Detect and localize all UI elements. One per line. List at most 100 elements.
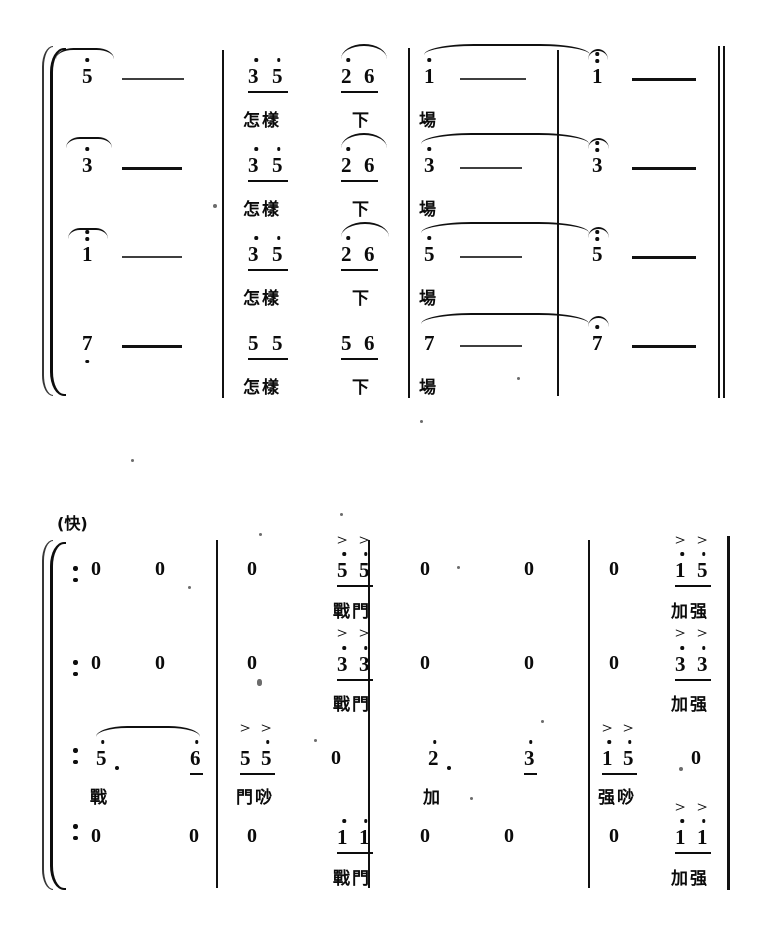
octave-dot-icon	[342, 646, 346, 650]
note: 3	[592, 141, 603, 176]
lyric: 怎樣	[243, 289, 281, 309]
tie-icon	[424, 44, 590, 55]
accent-icon: >	[358, 626, 370, 642]
lyric: 怎樣	[243, 200, 281, 220]
lyric: 加强	[671, 695, 709, 715]
repeat-start-dots-icon	[73, 824, 78, 840]
octave-dot-icon	[346, 236, 350, 240]
scan-speck	[257, 679, 262, 686]
lyric: 戰門	[333, 602, 371, 622]
note: 3	[424, 147, 435, 176]
note: 5	[697, 552, 710, 581]
tie-icon	[341, 222, 389, 237]
rest: 0	[189, 825, 199, 847]
note: 2	[341, 58, 378, 93]
beam	[675, 678, 711, 681]
octave-dot-icon	[680, 819, 684, 823]
note: 1	[675, 552, 711, 587]
tie-icon	[341, 44, 387, 59]
accent-icon: >	[336, 533, 348, 549]
octave-dot-icon	[607, 740, 611, 744]
note: 6	[364, 242, 375, 266]
lyric: 强唦	[598, 788, 636, 808]
scan-speck	[213, 204, 217, 208]
scan-speck	[517, 377, 520, 380]
note: 6	[364, 153, 375, 177]
rest: 0	[155, 652, 165, 674]
octave-dot-icon	[342, 552, 346, 556]
scan-speck	[457, 566, 460, 569]
rest: 0	[247, 652, 257, 674]
beam	[675, 851, 711, 854]
note: 2	[341, 147, 378, 182]
lyric: 怎樣	[243, 111, 281, 131]
accent-icon: >	[601, 721, 613, 737]
octave-dot-icon	[427, 236, 431, 240]
note: 1	[602, 740, 637, 775]
octave-dot-icon	[432, 740, 437, 744]
note: 7	[592, 325, 603, 354]
note: 2	[428, 740, 441, 769]
note: 3	[697, 646, 710, 675]
repeat-start-dots-icon	[73, 660, 78, 676]
accent-icon: >	[674, 800, 686, 816]
repeat-start-dots-icon	[73, 748, 78, 764]
rest: 0	[524, 652, 534, 674]
beam	[337, 584, 373, 587]
scan-speck	[314, 739, 317, 742]
octave-dot-icon	[528, 740, 533, 744]
repeat-start-dots-icon	[73, 566, 78, 582]
note: 5	[623, 740, 636, 769]
barline	[216, 540, 218, 888]
sustain-dash	[122, 345, 182, 348]
barline	[222, 50, 224, 398]
beam	[341, 90, 378, 93]
barline	[368, 540, 370, 888]
rest: 0	[609, 652, 619, 674]
accent-icon: >	[260, 721, 272, 737]
augmentation-dot-icon	[447, 766, 451, 770]
note: 3	[524, 740, 537, 775]
note: 6	[364, 64, 375, 88]
note: 5	[337, 552, 373, 587]
lyric: 場	[419, 200, 438, 220]
lyric: 怎樣	[243, 378, 281, 398]
note: 3	[359, 646, 372, 675]
tie-icon	[421, 313, 589, 324]
octave-dot-icon	[346, 58, 350, 62]
lyric: 下	[352, 289, 371, 309]
note: 6	[364, 331, 375, 355]
sustain-dash	[632, 167, 696, 170]
rest: 0	[91, 558, 101, 580]
scan-speck	[131, 459, 134, 462]
octave-dot-icon	[427, 147, 431, 151]
octave-dot-icon	[627, 740, 632, 744]
octave-dot-icon	[363, 552, 368, 556]
sustain-dash	[122, 78, 184, 80]
note: 3	[248, 147, 288, 182]
beam	[248, 179, 288, 182]
sustain-dash	[122, 256, 182, 258]
note: 3	[82, 147, 93, 176]
lyric: 加强	[671, 869, 709, 889]
note: 5	[248, 333, 288, 360]
rest: 0	[420, 652, 430, 674]
tie-icon	[66, 137, 112, 148]
tie-icon	[56, 48, 114, 59]
beam	[524, 772, 537, 775]
tie-icon	[588, 49, 608, 60]
note: 5	[272, 331, 283, 355]
beam	[602, 772, 637, 775]
accent-icon: >	[358, 533, 370, 549]
tie-icon	[341, 133, 387, 148]
lyric: 加	[423, 788, 442, 808]
tie-icon	[588, 138, 609, 149]
lyric: 下	[352, 111, 371, 131]
octave-dot-icon	[85, 230, 89, 234]
accent-icon: >	[674, 626, 686, 642]
sustain-dash	[460, 78, 526, 80]
lyric: 場	[419, 378, 438, 398]
lyric: 下	[352, 200, 371, 220]
lyric: 場	[419, 111, 438, 131]
beam	[341, 357, 378, 360]
